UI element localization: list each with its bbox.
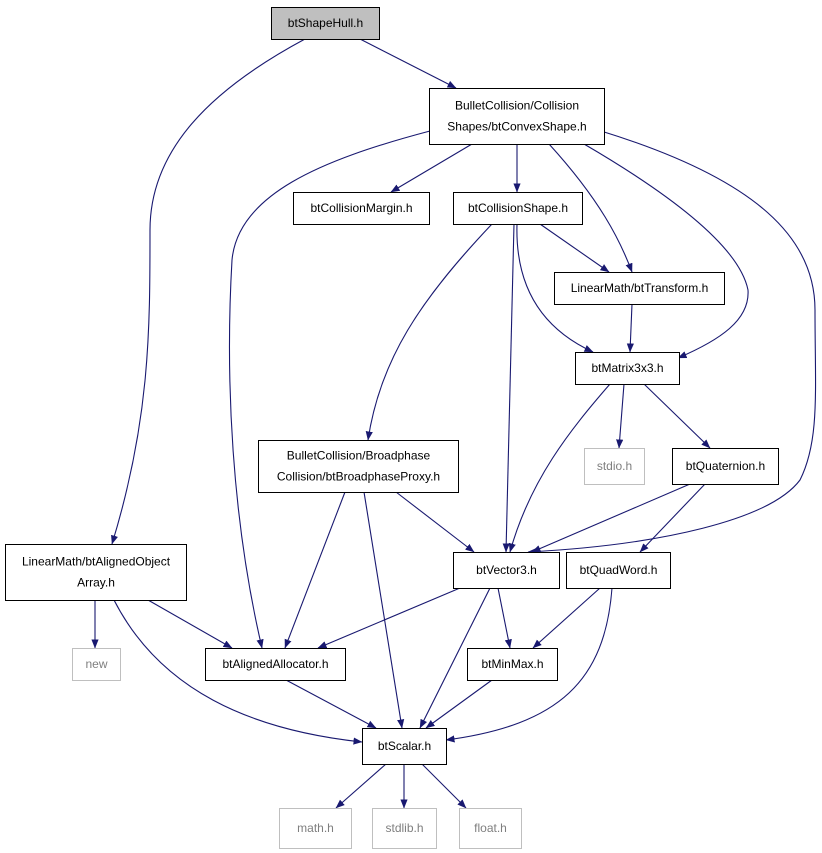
node-stdlib: stdlib.h: [372, 808, 437, 849]
node-label: Array.h: [77, 576, 115, 590]
node-box: [575, 352, 680, 385]
edge-btQuaternion-to-btQuadWord: [639, 483, 706, 553]
node-label: stdlib.h: [385, 821, 423, 835]
edge-btTransform-to-btMatrix3x3: [626, 303, 634, 353]
node-label: BulletCollision/Collision: [455, 99, 579, 113]
node-math: math.h: [279, 808, 352, 849]
edge-btCollisionShape-to-btBroadphaseProxy: [365, 223, 493, 441]
edge-btShapeHull-to-btAlignedObjectArray: [111, 38, 306, 545]
node-label: new: [85, 657, 107, 671]
edge-btConvexShape-to-btCollisionMargin: [390, 143, 473, 193]
node-label: btQuadWord.h: [580, 563, 658, 577]
node-box: [72, 648, 121, 681]
edge-btConvexShape-to-btTransform: [548, 143, 633, 273]
node-label: btCollisionMargin.h: [310, 201, 412, 215]
edge-btVector3-to-btMinMax: [497, 587, 512, 649]
edge-btScalar-to-float: [421, 763, 467, 809]
edge-btCollisionShape-to-btVector3: [502, 223, 515, 553]
edge-btBroadphaseProxy-to-btAlignedAllocator: [284, 491, 346, 649]
node-box: [453, 192, 583, 225]
edge-btConvexShape-to-btVector3: [527, 130, 817, 556]
edge-btScalar-to-math: [335, 763, 387, 809]
node-btBroadphaseProxy[interactable]: BulletCollision/BroadphaseCollision/btBr…: [258, 440, 459, 493]
node-btCollisionMargin[interactable]: btCollisionMargin.h: [293, 192, 430, 225]
edge-btQuadWord-to-btScalar: [445, 587, 613, 743]
node-label: btCollisionShape.h: [468, 201, 568, 215]
edge-btMatrix3x3-to-btVector3: [508, 383, 611, 553]
node-label: btShapeHull.h: [288, 16, 363, 30]
node-box: [672, 448, 779, 485]
edge-btQuadWord-to-btMinMax: [532, 587, 601, 649]
edge-btMinMax-to-btScalar: [425, 679, 493, 729]
edge-btVector3-to-btScalar: [419, 587, 491, 729]
node-box: [205, 648, 346, 681]
node-stdio: stdio.h: [584, 448, 645, 485]
edge-layer: [91, 38, 817, 809]
node-label: Shapes/btConvexShape.h: [447, 120, 586, 134]
edge-btBroadphaseProxy-to-btVector3: [395, 491, 475, 553]
node-label: btVector3.h: [476, 563, 537, 577]
node-box: [279, 808, 352, 849]
node-btVector3[interactable]: btVector3.h: [453, 552, 560, 589]
node-label: LinearMath/btTransform.h: [571, 281, 709, 295]
node-label: LinearMath/btAlignedObject: [22, 555, 171, 569]
node-btShapeHull[interactable]: btShapeHull.h: [271, 7, 380, 40]
node-btAlignedAllocator[interactable]: btAlignedAllocator.h: [205, 648, 346, 681]
node-box: [372, 808, 437, 849]
node-box: [459, 808, 522, 849]
node-label: stdio.h: [597, 459, 632, 473]
node-box: [566, 552, 671, 589]
node-btConvexShape[interactable]: BulletCollision/CollisionShapes/btConvex…: [429, 88, 605, 145]
node-box: [362, 728, 447, 765]
node-label: btMatrix3x3.h: [591, 361, 663, 375]
node-btQuaternion[interactable]: btQuaternion.h: [672, 448, 779, 485]
node-box: [584, 448, 645, 485]
node-box: [293, 192, 430, 225]
edge-btVector3-to-btAlignedAllocator: [317, 587, 461, 649]
edge-btMatrix3x3-to-stdio: [616, 383, 625, 449]
edge-btAlignedAllocator-to-btScalar: [285, 679, 377, 729]
node-btScalar[interactable]: btScalar.h: [362, 728, 447, 765]
edge-btMatrix3x3-to-btQuaternion: [643, 383, 711, 449]
edge-btConvexShape-to-btMatrix3x3: [583, 143, 749, 359]
node-box: [429, 88, 605, 145]
node-label: btQuaternion.h: [686, 459, 765, 473]
node-box: [554, 272, 725, 305]
node-box: [467, 648, 558, 681]
node-layer: btShapeHull.hBulletCollision/CollisionSh…: [5, 7, 779, 849]
edge-btAlignedObjectArray-to-btAlignedAllocator: [147, 599, 233, 649]
node-label: BulletCollision/Broadphase: [287, 449, 431, 463]
node-label: math.h: [297, 821, 334, 835]
node-box: [258, 440, 459, 493]
node-label: float.h: [474, 821, 507, 835]
edge-btBroadphaseProxy-to-btScalar: [363, 491, 405, 729]
edge-btCollisionShape-to-btMatrix3x3: [516, 223, 594, 353]
node-label: btScalar.h: [378, 739, 431, 753]
node-label: btMinMax.h: [481, 657, 543, 671]
node-btTransform[interactable]: LinearMath/btTransform.h: [554, 272, 725, 305]
node-btMinMax[interactable]: btMinMax.h: [467, 648, 558, 681]
edge-btConvexShape-to-btAlignedAllocator: [228, 130, 431, 649]
node-box: [271, 7, 380, 40]
node-box: [453, 552, 560, 589]
node-btMatrix3x3[interactable]: btMatrix3x3.h: [575, 352, 680, 385]
node-new: new: [72, 648, 121, 681]
node-btQuadWord[interactable]: btQuadWord.h: [566, 552, 671, 589]
node-btCollisionShape[interactable]: btCollisionShape.h: [453, 192, 583, 225]
node-label: btAlignedAllocator.h: [222, 657, 328, 671]
edge-btAlignedObjectArray-to-btScalar: [113, 599, 363, 745]
node-label: Collision/btBroadphaseProxy.h: [277, 470, 440, 484]
edge-btCollisionShape-to-btTransform: [539, 223, 610, 273]
node-box: [5, 544, 187, 601]
edge-btQuaternion-to-btVector3: [531, 483, 691, 553]
edge-btShapeHull-to-btConvexShape: [359, 38, 457, 89]
node-float: float.h: [459, 808, 522, 849]
